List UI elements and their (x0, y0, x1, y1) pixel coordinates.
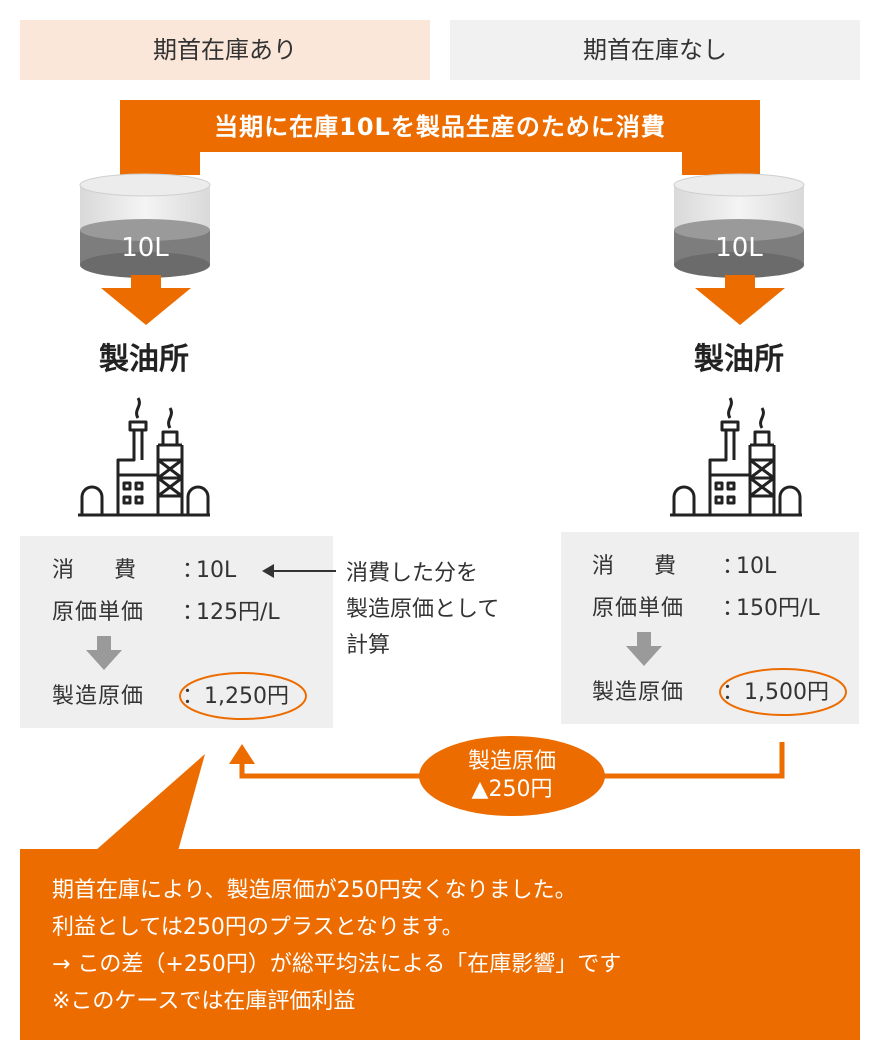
left-unit-cost-value: 125円/L (196, 600, 280, 625)
left-cost-highlight-ellipse (179, 672, 307, 720)
left-cost-value: 1,250円 (204, 684, 289, 709)
right-refinery-icon (670, 397, 802, 517)
left-consumption-label: 消費 (52, 558, 137, 583)
difference-pill-text: 製造原価 ▲250円 (419, 748, 605, 804)
left-consumption-row: 消費：10L (52, 554, 236, 588)
note-line-2: 製造原価として (346, 597, 500, 622)
left-cost-box (20, 536, 333, 728)
right-cost-box (561, 532, 859, 724)
header-left-label: 期首在庫あり (153, 36, 297, 64)
conclusion-line-4: ※このケースでは在庫評価利益 (52, 989, 356, 1014)
up-arrow-icon (229, 744, 255, 764)
consumption-banner (120, 100, 760, 175)
right-cost-highlight-ellipse (719, 668, 847, 716)
right-consumption-value: 10L (736, 554, 777, 579)
right-unit-cost-value: 150円/L (736, 596, 820, 621)
right-consumption-label: 消費 (592, 554, 677, 579)
note-line-3: 計算 (346, 633, 391, 658)
right-cost-row: 製造原価：1,500円 (592, 676, 829, 710)
right-gray-down-arrow-icon (626, 632, 662, 666)
consumption-note: 消費した分を 製造原価として 計算 (346, 556, 546, 664)
left-cost-label: 製造原価 (52, 684, 145, 709)
conclusion-pointer (95, 754, 205, 851)
header-right-label: 期首在庫なし (583, 36, 727, 64)
left-plant-label: 製油所 (99, 342, 189, 377)
left-down-arrow-icon (101, 275, 191, 325)
left-gray-down-arrow-icon (86, 636, 122, 670)
left-consumption-value: 10L (196, 558, 237, 583)
conclusion-box (20, 849, 860, 1040)
left-refinery-icon (78, 397, 210, 517)
right-tank-label: 10L (715, 233, 763, 263)
note-line-1: 消費した分を (346, 561, 479, 586)
conclusion-line-2: 利益としては250円のプラスとなります。 (52, 915, 464, 940)
left-unit-cost-label: 原価単価 (52, 600, 145, 625)
header-with-opening-inventory: 期首在庫あり (20, 20, 430, 80)
conclusion-text: 期首在庫により、製造原価が250円安くなりました。 利益としては250円のプラス… (52, 872, 842, 1020)
difference-pill-line-2: ▲250円 (471, 777, 553, 802)
left-unit-cost-row: 原価単価：125円/L (52, 596, 280, 630)
conclusion-line-1: 期首在庫により、製造原価が250円安くなりました。 (52, 878, 577, 903)
left-tank-label: 10L (121, 233, 169, 263)
right-unit-cost-label: 原価単価 (592, 596, 685, 621)
left-cost-row: 製造原価：1,250円 (52, 680, 289, 714)
left-tank-icon (79, 173, 211, 278)
right-plant-label: 製油所 (694, 342, 784, 377)
right-cost-value: 1,500円 (744, 680, 829, 705)
right-tank-icon (673, 173, 805, 278)
difference-pill-line-1: 製造原価 (467, 749, 556, 774)
right-down-arrow-icon (695, 275, 785, 325)
banner-text: 当期に在庫10Lを製品生産のために消費 (214, 113, 666, 141)
difference-pill (419, 736, 605, 816)
conclusion-line-3: → この差（+250円）が総平均法による「在庫影響」です (52, 952, 622, 977)
header-without-opening-inventory: 期首在庫なし (450, 20, 860, 80)
note-left-arrow-icon (262, 564, 336, 578)
right-unit-cost-row: 原価単価：150円/L (592, 592, 820, 626)
right-cost-label: 製造原価 (592, 680, 685, 705)
right-consumption-row: 消費：10L (592, 550, 776, 584)
